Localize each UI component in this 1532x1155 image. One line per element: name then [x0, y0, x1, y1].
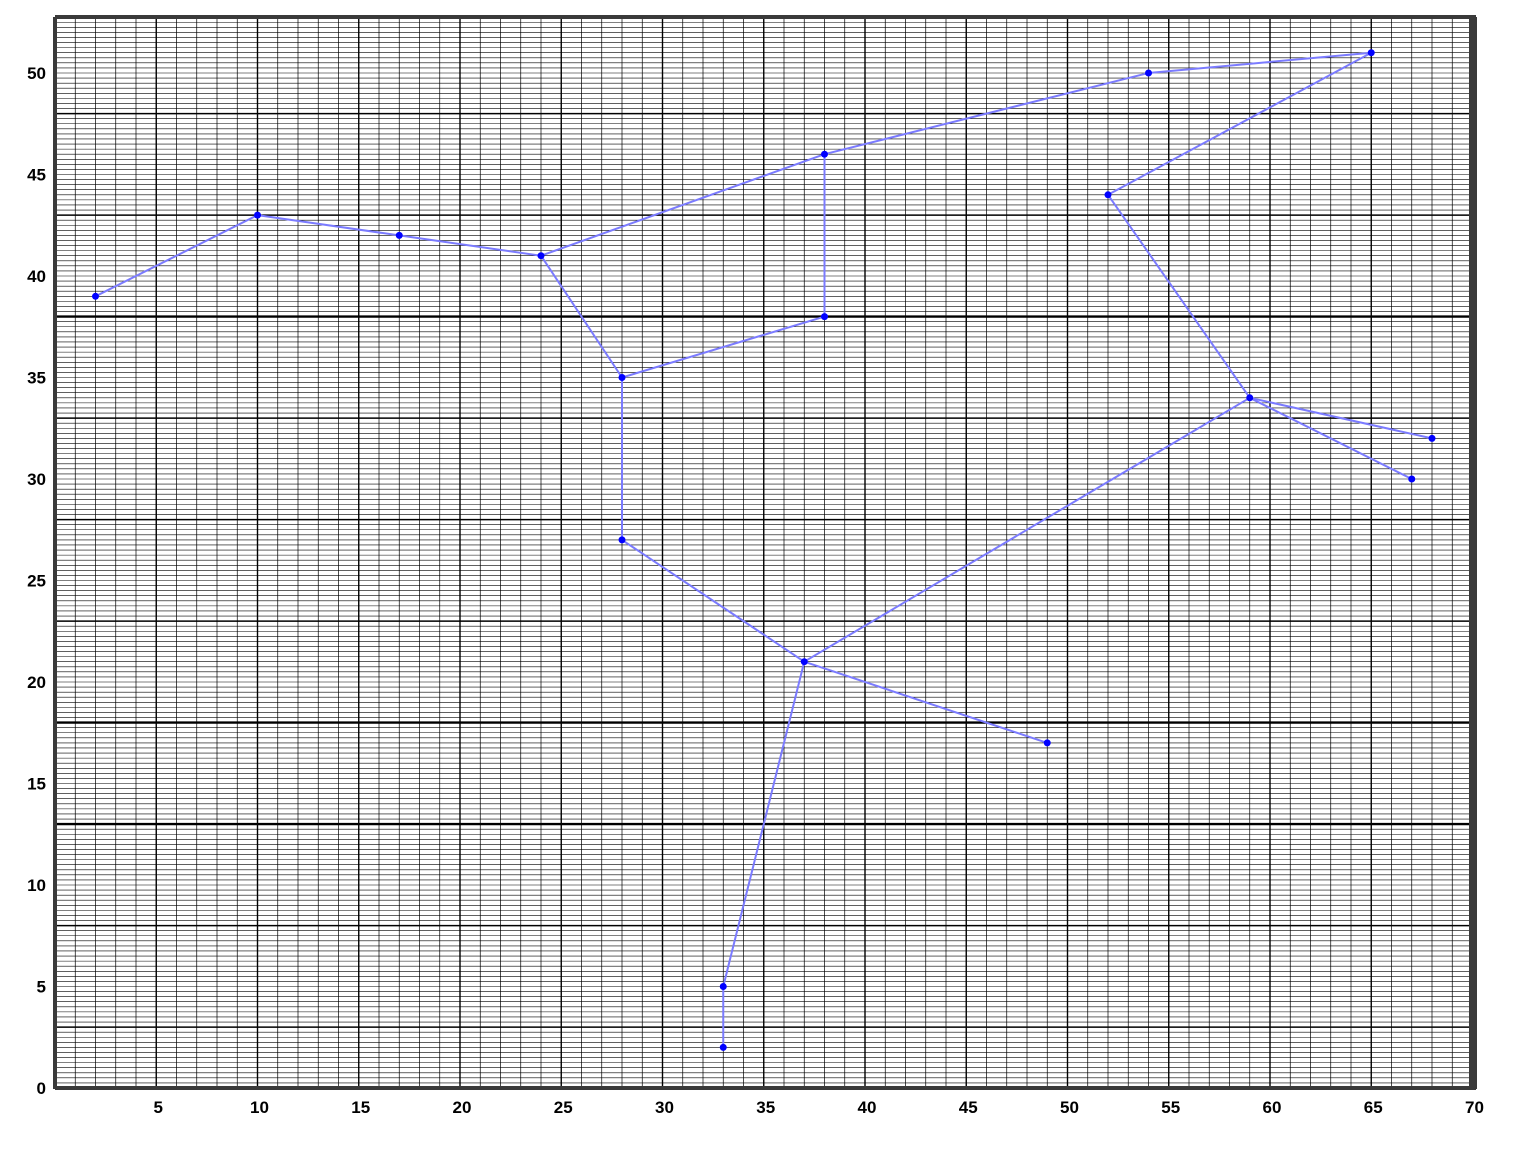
- data-point: [1145, 69, 1152, 77]
- y-tick-labels: 0 5 10 15 20 25 30 35 40 45 50: [27, 64, 46, 1098]
- x-tick-label: 45: [959, 1098, 978, 1117]
- x-tick-label: 35: [756, 1098, 775, 1117]
- y-tick-label: 50: [27, 64, 46, 83]
- edges: [95, 51, 1433, 1048]
- edge-line: [1249, 396, 1413, 480]
- grid-lines: [56, 18, 1470, 1088]
- x-tick-label: 55: [1161, 1098, 1180, 1117]
- data-point: [618, 536, 626, 544]
- data-point: [821, 150, 828, 158]
- data-point: [537, 252, 545, 260]
- y-tick-label: 5: [37, 978, 46, 997]
- data-point: [1428, 434, 1436, 442]
- data-point: [618, 374, 626, 381]
- x-tick-label: 50: [1060, 1098, 1079, 1117]
- y-tick-label: 40: [27, 267, 46, 286]
- edge-line: [803, 396, 1251, 663]
- x-tick-label: 5: [154, 1098, 163, 1117]
- x-tick-label: 60: [1263, 1098, 1282, 1117]
- data-point: [1043, 739, 1051, 747]
- x-tick-label: 15: [351, 1098, 370, 1117]
- y-tick-label: 35: [27, 369, 46, 388]
- data-point: [719, 1043, 727, 1051]
- edge-line: [722, 661, 806, 987]
- edge-line: [95, 214, 258, 298]
- edge-line: [257, 214, 400, 237]
- edge-line: [803, 660, 1048, 744]
- x-tick-label: 70: [1465, 1098, 1484, 1117]
- y-tick-label: 30: [27, 470, 46, 489]
- x-tick-label: 30: [655, 1098, 674, 1117]
- edge-line: [540, 153, 825, 257]
- data-point: [395, 231, 403, 239]
- x-tick-labels: 5 10 15 20 25 30 35 40 45 50 55 60 65 70: [154, 1098, 1484, 1117]
- x-tick-label: 65: [1364, 1098, 1383, 1117]
- plot-frame: [53, 15, 1477, 1090]
- edge-line: [621, 315, 825, 379]
- x-tick-label: 40: [858, 1098, 877, 1117]
- data-point: [1246, 394, 1254, 402]
- y-tick-label: 20: [27, 673, 46, 692]
- y-tick-label: 10: [27, 876, 46, 895]
- data-point: [821, 313, 828, 321]
- edge-line: [1148, 51, 1372, 74]
- data-point: [254, 211, 261, 219]
- y-tick-label: 45: [27, 166, 46, 185]
- edge-line: [1107, 51, 1372, 196]
- data-point: [800, 658, 808, 666]
- edge-line: [621, 539, 805, 663]
- edge-line: [540, 255, 623, 379]
- data-point: [719, 983, 727, 990]
- data-point: [92, 292, 99, 300]
- data-point: [1408, 475, 1416, 483]
- x-tick-label: 10: [250, 1098, 269, 1117]
- data-point: [1367, 49, 1375, 57]
- data-point: [1104, 191, 1112, 199]
- x-tick-label: 25: [554, 1098, 573, 1117]
- points: [92, 49, 1436, 1051]
- edge-line: [1107, 194, 1251, 399]
- y-tick-label: 15: [27, 775, 46, 794]
- y-tick-label: 0: [37, 1079, 46, 1098]
- edge-line: [399, 234, 542, 257]
- edge-line: [824, 72, 1149, 156]
- y-tick-label: 25: [27, 572, 46, 591]
- edge-line: [1249, 396, 1433, 440]
- x-tick-label: 20: [453, 1098, 472, 1117]
